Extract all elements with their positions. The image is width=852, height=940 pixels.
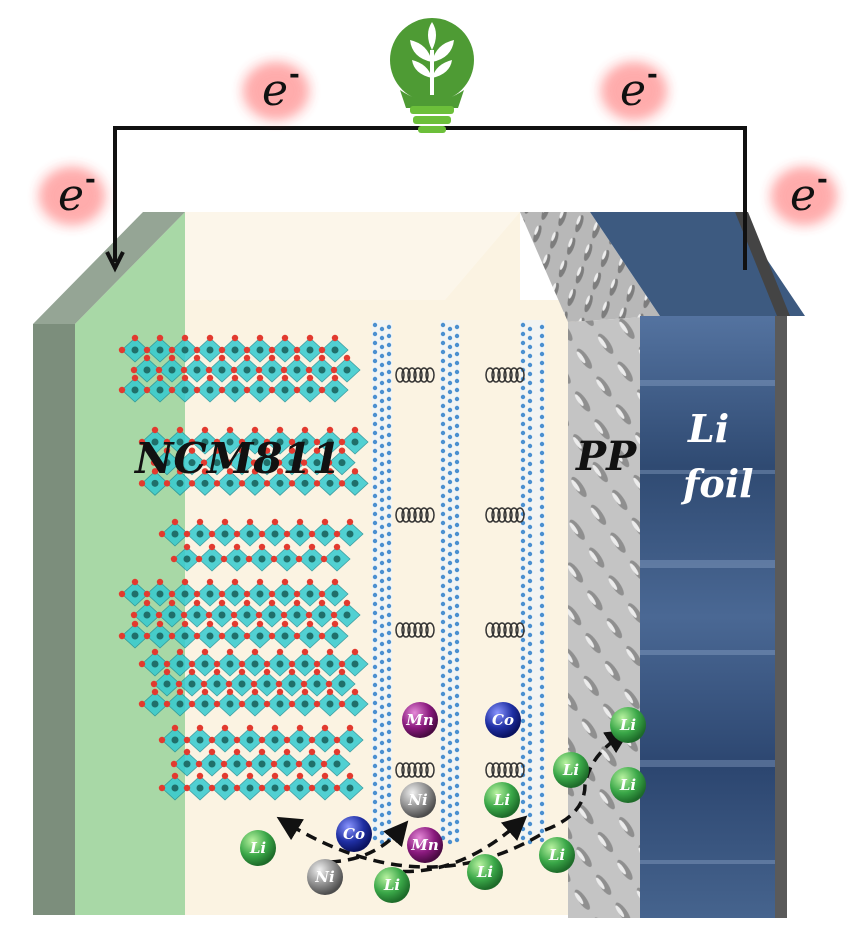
li-ion: Li xyxy=(374,867,410,903)
svg-text:Li: Li xyxy=(249,839,267,857)
svg-text:Mn: Mn xyxy=(405,711,434,729)
svg-text:-: - xyxy=(817,165,828,195)
electron-label: e- xyxy=(774,165,834,222)
anode-streaks xyxy=(640,380,775,864)
ion-path-arrow xyxy=(276,729,631,874)
crystal-layer xyxy=(118,578,361,649)
spring-icon xyxy=(485,762,525,778)
spring-icon xyxy=(395,622,435,638)
electrolyte-top-face xyxy=(75,212,520,300)
svg-text:e: e xyxy=(620,65,646,116)
anode-label-line1: Li xyxy=(687,406,729,451)
crystal-layer xyxy=(138,426,369,496)
anode-label-line2: foil xyxy=(680,461,754,506)
electron-labels: e-e-e-e- xyxy=(42,60,834,222)
li-ion: Li xyxy=(467,854,503,890)
li-ion: Li xyxy=(240,830,276,866)
svg-text:Li: Li xyxy=(619,776,637,794)
cathode-collector-face xyxy=(75,212,185,915)
cathode-collector-front xyxy=(33,324,75,915)
svg-text:e: e xyxy=(262,65,288,116)
lattice-slab xyxy=(520,320,545,845)
spring-icon xyxy=(485,622,525,638)
spring-icon xyxy=(395,762,435,778)
lattice-slab xyxy=(372,320,392,845)
svg-text:e: e xyxy=(58,170,84,221)
cathode-label: NCM811 xyxy=(133,434,341,483)
svg-text:Li: Li xyxy=(476,863,494,881)
anode-collector-top xyxy=(735,212,790,316)
anode-face xyxy=(640,316,775,918)
separator-top xyxy=(520,212,660,322)
svg-text:Mn: Mn xyxy=(410,836,439,854)
svg-text:Ni: Ni xyxy=(314,868,335,886)
svg-text:-: - xyxy=(289,60,300,90)
spring-icon xyxy=(395,367,435,383)
ni-ion: Ni xyxy=(400,782,436,818)
electron-label: e- xyxy=(42,165,102,222)
crystal-layer xyxy=(138,648,369,717)
li-ion: Li xyxy=(610,767,646,803)
spring-icon xyxy=(485,367,525,383)
spring-icon xyxy=(395,507,435,523)
li-ion: Li xyxy=(539,837,575,873)
electron-label: e- xyxy=(604,60,664,117)
mn-ion: Mn xyxy=(407,827,443,863)
svg-text:Ni: Ni xyxy=(407,791,428,809)
ncm811-crystal xyxy=(118,334,369,801)
spring-icon xyxy=(485,507,525,523)
anode-collector-front xyxy=(775,316,787,918)
lightbulb-plant-icon xyxy=(390,18,474,133)
co-ion: Co xyxy=(485,702,521,738)
li-ion: Li xyxy=(553,752,589,788)
separator-label: PP xyxy=(575,433,638,480)
svg-text:-: - xyxy=(647,60,658,90)
crystal-layer xyxy=(158,724,364,801)
li-ion: Li xyxy=(484,782,520,818)
ni-ion: Ni xyxy=(307,859,343,895)
electron-label: e- xyxy=(246,60,306,117)
lattice-slab xyxy=(440,320,460,845)
separator-face xyxy=(568,316,660,918)
crystal-layer xyxy=(118,334,361,403)
co-ion: Co xyxy=(336,816,372,852)
svg-text:e: e xyxy=(790,170,816,221)
svg-text:Co: Co xyxy=(492,711,514,729)
svg-text:-: - xyxy=(85,165,96,195)
crystal-layer xyxy=(158,518,364,572)
svg-text:Li: Li xyxy=(562,761,580,779)
svg-text:Co: Co xyxy=(343,825,365,843)
svg-text:Li: Li xyxy=(383,876,401,894)
lattice-slabs xyxy=(372,320,545,845)
mn-ion: Mn xyxy=(402,702,438,738)
svg-text:Li: Li xyxy=(493,791,511,809)
cathode-collector-top xyxy=(33,212,185,324)
svg-text:Li: Li xyxy=(619,716,637,734)
svg-text:Li: Li xyxy=(548,846,566,864)
li-ion: Li xyxy=(610,707,646,743)
